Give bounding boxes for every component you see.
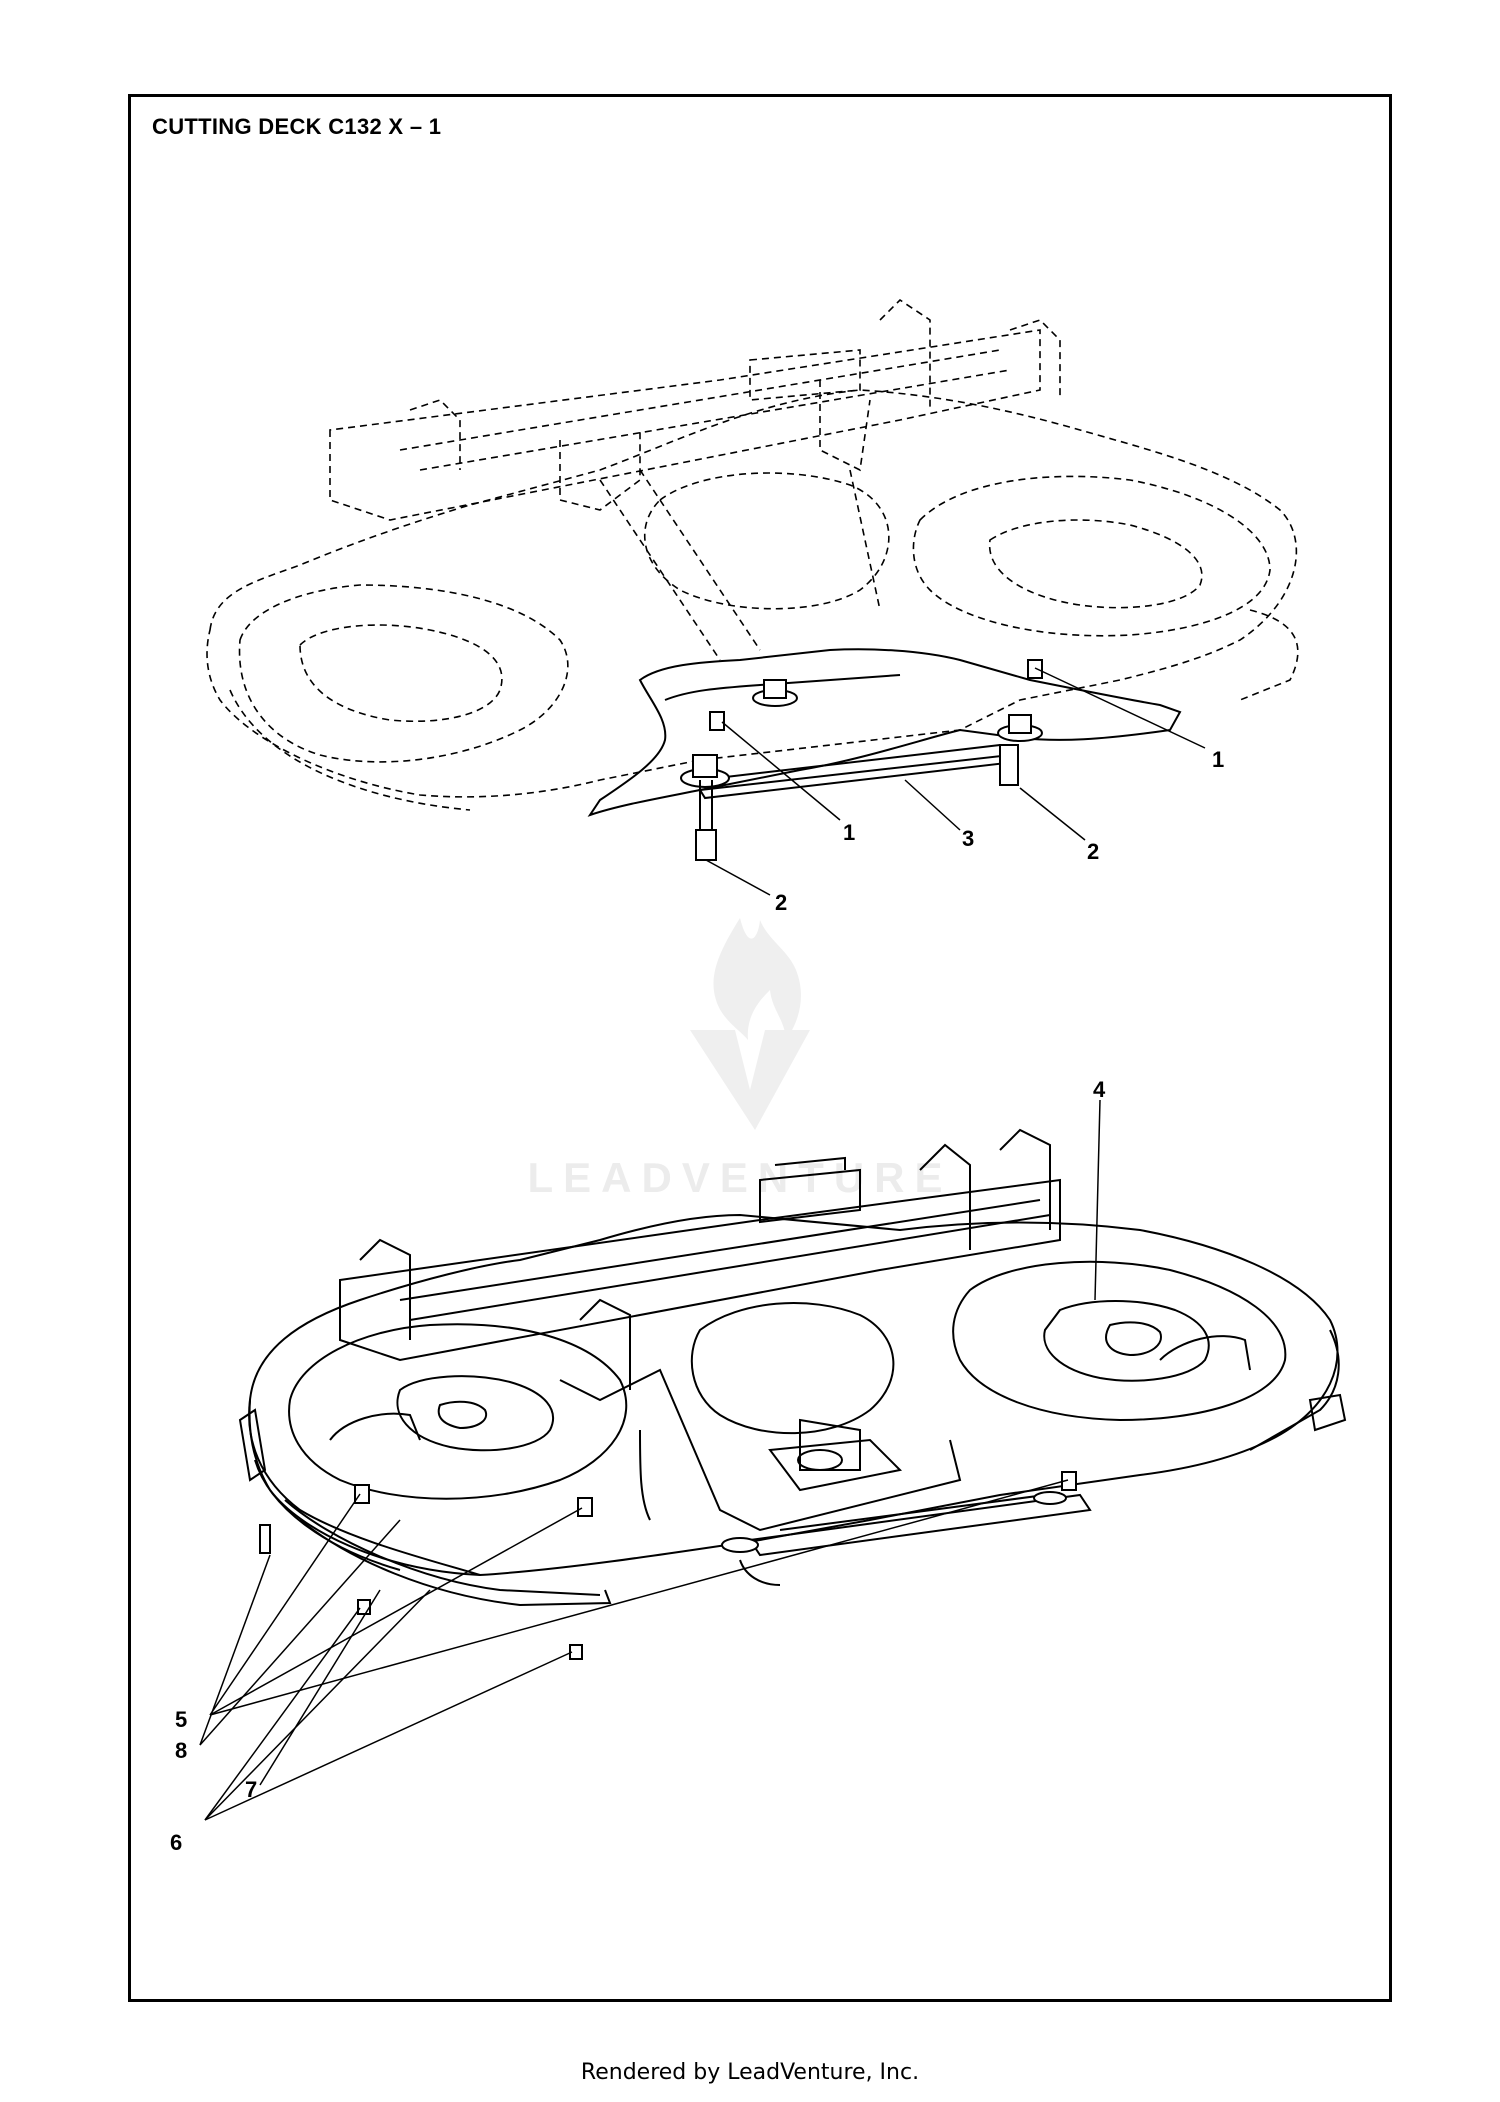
bolt-icon bbox=[357, 1599, 371, 1615]
nut-icon bbox=[577, 1497, 593, 1517]
upper-baffle-part-3 bbox=[587, 648, 1182, 817]
callout-8: 8 bbox=[175, 1738, 187, 1763]
callout-2-right: 2 bbox=[1087, 839, 1099, 864]
callout-2-left: 2 bbox=[775, 890, 787, 915]
diagram-frame bbox=[128, 94, 1392, 2002]
watermark-logo bbox=[690, 918, 810, 1130]
callout-1-upper-center: 1 bbox=[843, 820, 855, 845]
upper-deck-dashed-outline bbox=[206, 298, 1299, 811]
nut-icon bbox=[709, 711, 725, 731]
leader-lines bbox=[199, 667, 1206, 1821]
callout-7: 7 bbox=[245, 1777, 257, 1802]
bushing-icon bbox=[692, 754, 718, 778]
callout-3: 3 bbox=[962, 826, 974, 851]
callout-6: 6 bbox=[170, 1830, 182, 1855]
callout-5: 5 bbox=[175, 1707, 187, 1732]
nut-icon bbox=[1027, 659, 1043, 679]
upper-hardware bbox=[680, 659, 1043, 861]
diagram-title: CUTTING DECK C132 X – 1 bbox=[152, 114, 442, 139]
callout-1-upper-right: 1 bbox=[1212, 747, 1224, 772]
footer-credit: Rendered by LeadVenture, Inc. bbox=[580, 2060, 920, 2085]
lower-hardware bbox=[259, 1471, 1077, 1660]
watermark-text: LEADVENTURE bbox=[527, 1154, 952, 1201]
callout-4: 4 bbox=[1093, 1077, 1106, 1102]
lower-deck-part-4 bbox=[238, 1128, 1347, 1607]
bolt-icon bbox=[259, 1524, 271, 1554]
bolt-icon bbox=[569, 1644, 583, 1660]
nut-icon bbox=[354, 1484, 370, 1504]
